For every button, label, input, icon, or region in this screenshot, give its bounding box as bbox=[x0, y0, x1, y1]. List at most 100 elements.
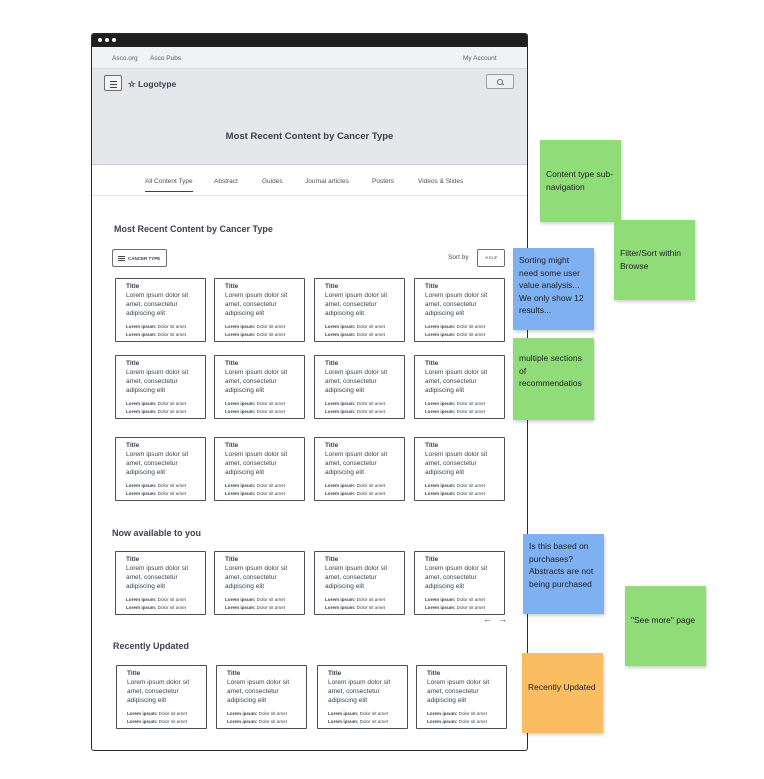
card-meta-value: Dolor sit amet bbox=[359, 719, 388, 724]
card-meta-value: Dolor sit amet bbox=[356, 605, 385, 610]
section-title-now-available: Now available to you bbox=[112, 528, 202, 538]
card-meta-value: Dolor sit amet bbox=[456, 597, 485, 602]
card-body: Lorem ipsum dolor sit amet, consectetur … bbox=[225, 292, 288, 317]
card-title: Title bbox=[126, 360, 140, 367]
card-meta-value: Dolor sit amet bbox=[456, 332, 485, 337]
tab-all-content-type[interactable]: All Content Type bbox=[145, 178, 193, 192]
card-meta-key: Lorem ipsum: bbox=[325, 332, 356, 337]
card-meta-key: Lorem ipsum: bbox=[225, 324, 256, 329]
card-meta-value: Dolor sit amet bbox=[456, 483, 485, 488]
card-meta: Lorem ipsum: Dolor sit amet bbox=[427, 719, 487, 724]
utility-bar: Asco.org Asco Pubs My Account bbox=[92, 47, 527, 69]
logo[interactable]: ☆ Logotype bbox=[128, 79, 176, 90]
card-meta-value: Dolor sit amet bbox=[356, 409, 385, 414]
menu-button[interactable] bbox=[104, 75, 122, 91]
card-meta-value: Dolor sit amet bbox=[356, 324, 385, 329]
card-meta: Lorem ipsum: Dolor sit amet bbox=[427, 711, 487, 716]
card-meta: Lorem ipsum: Dolor sit amet bbox=[328, 719, 388, 724]
search-icon bbox=[496, 79, 505, 86]
asco-pubs-link[interactable]: Asco Pubs bbox=[150, 55, 182, 62]
browser-window: Asco.org Asco Pubs My Account ☆ Logotype… bbox=[91, 33, 528, 751]
card-meta-key: Lorem ipsum: bbox=[425, 409, 456, 414]
card-meta-key: Lorem ipsum: bbox=[328, 711, 359, 716]
card-meta: Lorem ipsum: Dolor sit amet bbox=[227, 719, 287, 724]
card-meta: Lorem ipsum: Dolor sit amet bbox=[425, 332, 485, 337]
card-meta-key: Lorem ipsum: bbox=[225, 401, 256, 406]
card-meta-key: Lorem ipsum: bbox=[126, 401, 157, 406]
my-account-link[interactable]: My Account bbox=[463, 55, 497, 62]
tab-journal-articles[interactable]: Journal articles bbox=[305, 178, 349, 185]
card-title: Title bbox=[425, 283, 439, 290]
card-body: Lorem ipsum dolor sit amet, consectetur … bbox=[325, 451, 388, 476]
tab-videos-slides[interactable]: Videos & Slides bbox=[418, 178, 464, 185]
card-meta-key: Lorem ipsum: bbox=[126, 409, 157, 414]
arrow-left-icon[interactable]: ← bbox=[483, 614, 492, 624]
card-meta: Lorem ipsum: Dolor sit amet bbox=[325, 597, 385, 602]
card-title: Title bbox=[227, 670, 241, 677]
card-title: Title bbox=[126, 556, 140, 563]
card-meta-key: Lorem ipsum: bbox=[325, 409, 356, 414]
card-meta: Lorem ipsum: Dolor sit amet bbox=[127, 719, 187, 724]
card-title: Title bbox=[328, 670, 342, 677]
card-meta: Lorem ipsum: Dolor sit amet bbox=[325, 324, 385, 329]
card-title: Title bbox=[325, 360, 339, 367]
card-meta-key: Lorem ipsum: bbox=[325, 491, 356, 496]
card-meta: Lorem ipsum: Dolor sit amet bbox=[425, 597, 485, 602]
card-title: Title bbox=[325, 556, 339, 563]
card-meta: Lorem ipsum: Dolor sit amet bbox=[225, 605, 285, 610]
cancer-type-filter-button[interactable]: CANCER TYPE bbox=[112, 249, 167, 267]
tab-abstract[interactable]: Abstract bbox=[214, 178, 238, 185]
tab-posters[interactable]: Posters bbox=[372, 178, 395, 185]
card-meta-value: Dolor sit amet bbox=[356, 401, 385, 406]
card-title: Title bbox=[427, 670, 441, 677]
card-meta-value: Dolor sit amet bbox=[356, 332, 385, 337]
card-meta-value: Dolor sit amet bbox=[157, 491, 186, 496]
card-meta: Lorem ipsum: Dolor sit amet bbox=[126, 401, 186, 406]
card-meta: Lorem ipsum: Dolor sit amet bbox=[227, 711, 287, 716]
card-meta: Lorem ipsum: Dolor sit amet bbox=[425, 483, 485, 488]
arrow-right-icon[interactable]: → bbox=[498, 614, 507, 624]
card-meta: Lorem ipsum: Dolor sit amet bbox=[126, 605, 186, 610]
sticky-note: Sorting might need some user value analy… bbox=[513, 248, 594, 330]
sort-select[interactable]: A to Z bbox=[477, 249, 505, 267]
sticky-note: Content type sub-navigation bbox=[540, 140, 621, 222]
card-meta-value: Dolor sit amet bbox=[258, 711, 287, 716]
card-meta-value: Dolor sit amet bbox=[458, 711, 487, 716]
card-meta: Lorem ipsum: Dolor sit amet bbox=[126, 491, 186, 496]
card-body: Lorem ipsum dolor sit amet, consectetur … bbox=[127, 679, 190, 704]
card-meta-key: Lorem ipsum: bbox=[225, 332, 256, 337]
logo-text: Logotype bbox=[138, 79, 177, 89]
card-body: Lorem ipsum dolor sit amet, consectetur … bbox=[126, 565, 189, 590]
page-header: ☆ Logotype Most Recent Content by Cancer… bbox=[92, 69, 527, 165]
card-meta: Lorem ipsum: Dolor sit amet bbox=[225, 332, 285, 337]
card-body: Lorem ipsum dolor sit amet, consectetur … bbox=[126, 369, 189, 394]
card-meta-value: Dolor sit amet bbox=[256, 597, 285, 602]
asco-org-link[interactable]: Asco.org bbox=[112, 55, 138, 62]
tab-guides[interactable]: Guides bbox=[262, 178, 283, 185]
sticky-note: Recently Updated bbox=[522, 653, 603, 733]
search-button[interactable] bbox=[486, 74, 514, 89]
card-meta-value: Dolor sit amet bbox=[158, 711, 187, 716]
card-meta-key: Lorem ipsum: bbox=[325, 483, 356, 488]
card-title: Title bbox=[126, 442, 140, 449]
